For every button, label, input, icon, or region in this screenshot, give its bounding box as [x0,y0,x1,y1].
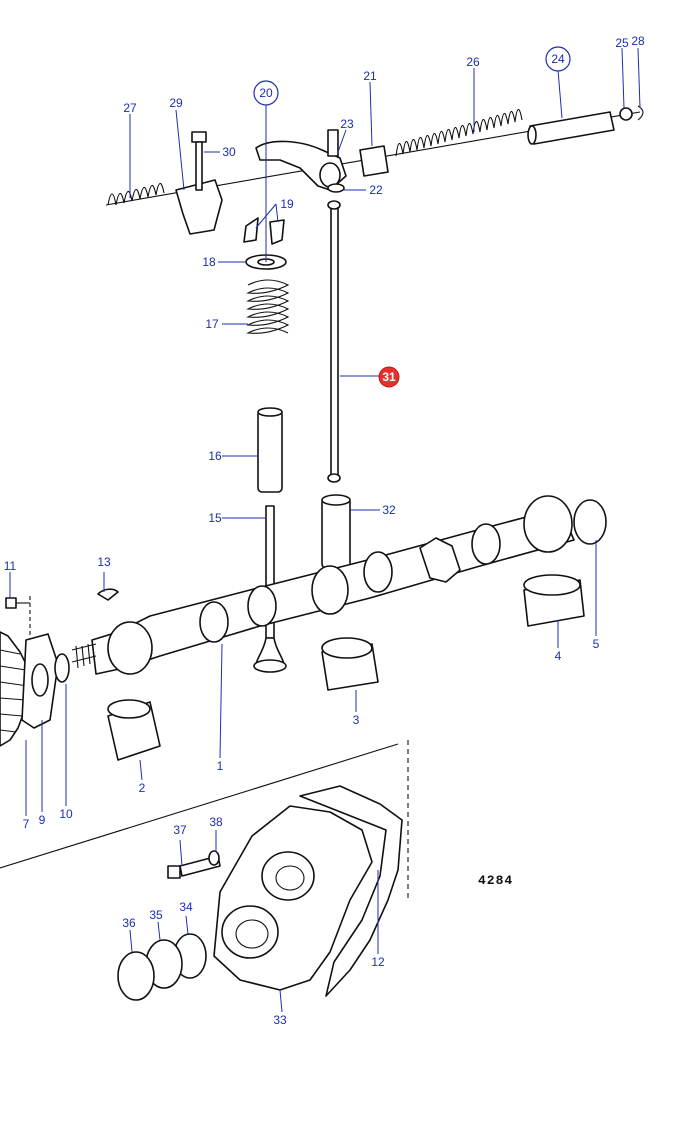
push-rod-bottom [327,473,341,483]
part-label-20[interactable]: 20 [259,86,273,100]
bolt-30-shank [195,141,203,191]
timing-gear-assembly [0,631,399,869]
part-label-10[interactable]: 10 [59,807,73,821]
part-label-34[interactable]: 34 [179,900,193,914]
ring-36-drawing [117,951,155,1001]
cover-seal-seat [221,905,279,959]
cover-seal-hole [235,919,269,949]
part-label-22[interactable]: 22 [369,183,383,197]
part-labels: 1 2 3 4 5 7 9 10 11 12 13 15 16 17 18 19… [4,34,645,1027]
valve-cotter-19b [269,219,285,245]
flange-hole [31,663,49,697]
part-label-17[interactable]: 17 [205,317,219,331]
part-label-28[interactable]: 28 [631,34,645,48]
part-label-32[interactable]: 32 [382,503,396,517]
part-label-27[interactable]: 27 [123,101,137,115]
cam-bearing-journal-mid [311,565,349,615]
rocker-shaft-assembly [105,105,644,235]
cam-lobe-d [471,523,501,565]
washer-38-drawing [208,850,220,866]
cam-lobe-a [199,601,229,643]
plug-25-drawing [619,107,633,121]
part-label-3[interactable]: 3 [353,713,360,727]
cam-bearing-journal-rear [523,495,573,553]
bolt-37-head [167,865,181,879]
cover-boss-upper-hole [275,865,305,891]
part-label-33[interactable]: 33 [273,1013,287,1027]
valve-guide-16-drawing [257,409,283,493]
part-label-1[interactable]: 1 [217,759,224,773]
part-label-36[interactable]: 36 [122,916,136,930]
shaft-end [527,125,537,145]
part-label-19[interactable]: 19 [280,197,294,211]
camshaft-bearings [107,574,585,761]
part-label-15[interactable]: 15 [208,511,222,525]
part-label-38[interactable]: 38 [209,815,223,829]
part-label-30[interactable]: 30 [222,145,236,159]
part-label-7[interactable]: 7 [23,817,30,831]
spacer-21-drawing [359,145,389,177]
part-label-18[interactable]: 18 [202,255,216,269]
spring-27-drawing [107,182,165,206]
woodruff-key-13-drawing [97,588,119,601]
valve-cotter-19a [243,217,259,243]
drawing-reference-number: 4284 [478,873,513,888]
valve-disc [253,659,287,673]
rocker-bracket-29-drawing [175,179,223,235]
part-label-2[interactable]: 2 [139,781,146,795]
bearing-3-top [321,637,373,659]
ball-cup-22 [327,183,345,193]
circlip-28-drawing [637,105,644,121]
push-rod-top [327,200,341,210]
camshaft-assembly [5,495,607,675]
part-label-26[interactable]: 26 [466,55,480,69]
part-label-23[interactable]: 23 [340,117,354,131]
callout-circle-24 [545,46,571,72]
bearing-4-top [523,574,581,596]
timing-cover-axis [0,743,399,869]
part-label-16[interactable]: 16 [208,449,222,463]
part-label-37[interactable]: 37 [173,823,187,837]
cover-gasket-12-drawing [299,785,403,997]
bearing-2-top [107,699,151,719]
part-label-13[interactable]: 13 [97,555,111,569]
rocker-shaft-24-drawing [529,111,615,145]
screw-11-drawing [5,597,17,609]
tappet-top [321,494,351,506]
valve-assembly [243,200,351,673]
callout-circle-20 [253,80,279,106]
leader-lines [9,47,641,1013]
push-rod-31-drawing [330,207,339,477]
part-label-5[interactable]: 5 [593,637,600,651]
part-label-21[interactable]: 21 [363,69,377,83]
cam-bearing-journal-front [107,621,153,675]
tappet-32-drawing [321,497,351,569]
cam-lobe-b [247,585,277,627]
timing-cover-assembly [117,740,409,1001]
cover-boss-upper [261,851,315,901]
cam-lobe-c [363,551,393,593]
spring-26-drawing [395,108,523,157]
camshaft-thread [71,643,97,669]
oil-pump-drive-gear [419,537,461,583]
sealing-cap-5-drawing [573,499,607,545]
part-label-31[interactable]: 31 [382,370,396,384]
bolt-30-head [191,131,207,143]
part-label-4[interactable]: 4 [555,649,562,663]
spacer-ring-10-drawing [54,653,70,683]
guide-top [257,407,283,417]
part-label-11[interactable]: 11 [4,559,17,573]
highlight-marker-31[interactable] [378,366,400,388]
part-label-24[interactable]: 24 [551,52,565,66]
adjusting-screw-23 [327,129,339,157]
part-label-29[interactable]: 29 [169,96,183,110]
part-label-25[interactable]: 25 [615,36,629,50]
part-label-35[interactable]: 35 [149,908,163,922]
part-label-9[interactable]: 9 [39,813,46,827]
gear-teeth [0,649,29,733]
part-label-12[interactable]: 12 [371,955,385,969]
valve-spring-17-drawing [246,279,290,334]
